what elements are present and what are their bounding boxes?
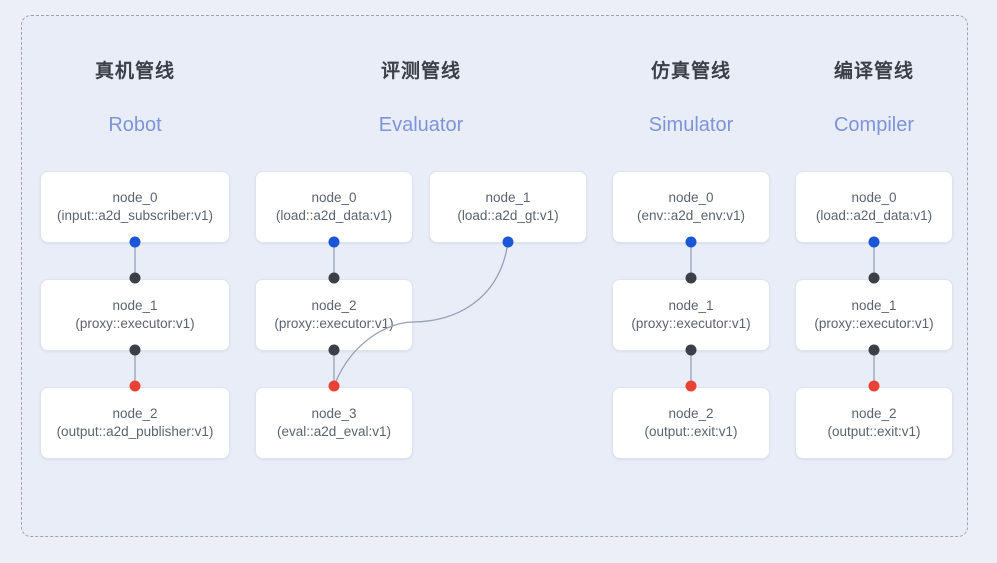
node-id: node_0	[311, 189, 357, 205]
node-id: node_0	[851, 189, 897, 205]
port-output-evaluator-1[interactable]	[502, 236, 514, 248]
node-simulator-2[interactable]: node_2 (output::exit:v1)	[612, 387, 770, 459]
node-id: node_1	[668, 297, 714, 313]
node-type: (eval::a2d_eval:v1)	[276, 424, 392, 439]
node-evaluator-2[interactable]: node_2 (proxy::executor:v1)	[255, 279, 413, 351]
port-output-robot-0[interactable]	[129, 236, 141, 248]
node-id: node_2	[668, 405, 714, 421]
port-input-robot-2[interactable]	[129, 380, 141, 392]
node-id: node_1	[112, 297, 158, 313]
node-type: (output::a2d_publisher:v1)	[56, 424, 214, 439]
node-id: node_1	[485, 189, 531, 205]
port-output-simulator-1[interactable]	[685, 344, 697, 356]
node-id: node_1	[851, 297, 897, 313]
node-robot-2[interactable]: node_2 (output::a2d_publisher:v1)	[40, 387, 230, 459]
node-simulator-0[interactable]: node_0 (env::a2d_env:v1)	[612, 171, 770, 243]
node-type: (load::a2d_data:v1)	[815, 208, 933, 223]
port-input-evaluator-2[interactable]	[328, 272, 340, 284]
port-input-compiler-1[interactable]	[868, 272, 880, 284]
node-id: node_0	[112, 189, 158, 205]
node-evaluator-0[interactable]: node_0 (load::a2d_data:v1)	[255, 171, 413, 243]
node-compiler-2[interactable]: node_2 (output::exit:v1)	[795, 387, 953, 459]
node-type: (load::a2d_gt:v1)	[457, 208, 559, 223]
port-input-simulator-2[interactable]	[685, 380, 697, 392]
port-input-evaluator-3[interactable]	[328, 380, 340, 392]
node-type: (proxy::executor:v1)	[814, 316, 934, 331]
node-evaluator-1[interactable]: node_1 (load::a2d_gt:v1)	[429, 171, 587, 243]
node-id: node_2	[311, 297, 357, 313]
port-output-simulator-0[interactable]	[685, 236, 697, 248]
port-output-compiler-1[interactable]	[868, 344, 880, 356]
node-compiler-0[interactable]: node_0 (load::a2d_data:v1)	[795, 171, 953, 243]
node-simulator-1[interactable]: node_1 (proxy::executor:v1)	[612, 279, 770, 351]
port-input-simulator-1[interactable]	[685, 272, 697, 284]
node-id: node_2	[112, 405, 158, 421]
node-type: (proxy::executor:v1)	[75, 316, 195, 331]
node-id: node_2	[851, 405, 897, 421]
port-input-compiler-2[interactable]	[868, 380, 880, 392]
node-type: (output::exit:v1)	[827, 424, 921, 439]
node-type: (load::a2d_data:v1)	[275, 208, 393, 223]
node-type: (proxy::executor:v1)	[631, 316, 751, 331]
node-type: (env::a2d_env:v1)	[636, 208, 746, 223]
node-id: node_0	[668, 189, 714, 205]
node-evaluator-3[interactable]: node_3 (eval::a2d_eval:v1)	[255, 387, 413, 459]
node-type: (output::exit:v1)	[644, 424, 738, 439]
node-type: (proxy::executor:v1)	[274, 316, 394, 331]
port-input-robot-1[interactable]	[129, 272, 141, 284]
port-output-robot-1[interactable]	[129, 344, 141, 356]
port-output-evaluator-2[interactable]	[328, 344, 340, 356]
port-output-evaluator-0[interactable]	[328, 236, 340, 248]
port-output-compiler-0[interactable]	[868, 236, 880, 248]
node-robot-0[interactable]: node_0 (input::a2d_subscriber:v1)	[40, 171, 230, 243]
node-robot-1[interactable]: node_1 (proxy::executor:v1)	[40, 279, 230, 351]
node-compiler-1[interactable]: node_1 (proxy::executor:v1)	[795, 279, 953, 351]
node-id: node_3	[311, 405, 357, 421]
node-type: (input::a2d_subscriber:v1)	[56, 208, 214, 223]
